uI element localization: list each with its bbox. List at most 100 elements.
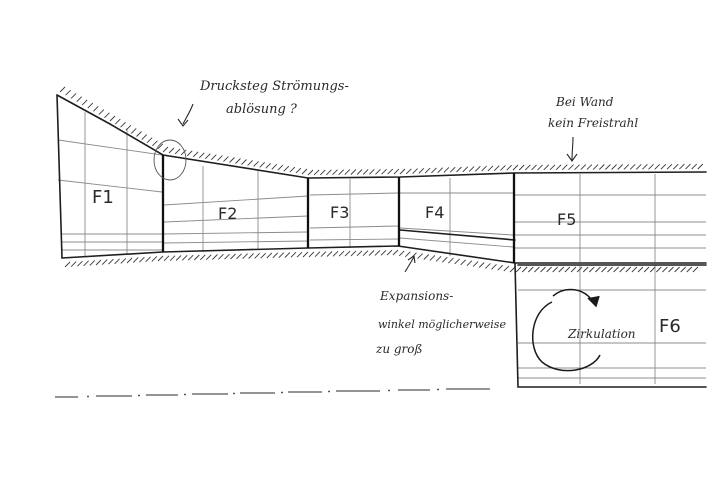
hatch-stroke — [295, 167, 302, 174]
hatch-stroke — [443, 167, 450, 173]
hatch-stroke — [98, 109, 105, 115]
hatch-stroke — [217, 155, 223, 161]
hatch-stroke — [212, 254, 218, 260]
hatch-stroke — [697, 163, 704, 170]
hatch-stroke — [441, 256, 448, 263]
hatch-stroke — [64, 261, 71, 268]
top-wall-hatching — [59, 86, 704, 176]
separation-note-line-2: ablösung ? — [226, 102, 298, 117]
hatch-stroke — [586, 164, 593, 170]
hatch-stroke — [162, 146, 169, 153]
hatch-stroke — [168, 147, 175, 154]
hatch-stroke — [512, 164, 519, 171]
hatch-stroke — [692, 266, 699, 273]
hatch-stroke — [126, 257, 133, 264]
hatch-stroke — [114, 118, 121, 125]
hatch-stroke — [580, 164, 587, 170]
hatch-stroke — [362, 250, 369, 257]
hatch-stroke — [338, 169, 345, 176]
zone-label-f3: F3 — [330, 203, 349, 222]
hatch-stroke — [272, 252, 279, 259]
hatch-stroke — [199, 254, 206, 261]
hatch-stroke — [89, 260, 96, 266]
hatch-stroke — [679, 163, 685, 170]
hatch-stroke — [405, 168, 412, 175]
hatch-stroke — [412, 168, 418, 174]
hatch-stroke — [313, 169, 320, 176]
hatch-stroke — [662, 266, 668, 273]
hatch-stroke — [637, 266, 644, 273]
hatch-stroke — [247, 160, 253, 166]
hatch-stroke — [130, 128, 137, 134]
hatch-stroke — [648, 163, 654, 170]
hatch-stroke — [643, 266, 650, 273]
hatch-stroke — [108, 258, 114, 265]
hatch-stroke — [680, 266, 687, 273]
hatch-stroke — [70, 261, 77, 267]
wall-note-line-2: kein Freistrahl — [548, 116, 638, 130]
hatch-stroke — [81, 99, 88, 106]
hatch-stroke — [605, 164, 611, 170]
hatch-stroke — [152, 140, 158, 147]
hatch-stroke — [448, 257, 454, 264]
hatch-stroke — [338, 250, 345, 257]
separation-arrow — [177, 103, 194, 127]
hatch-stroke — [277, 164, 284, 171]
hatch-stroke — [266, 252, 273, 259]
hatch-stroke — [120, 121, 126, 128]
hatch-stroke — [332, 169, 338, 176]
hatch-stroke — [561, 164, 568, 171]
hatch-stroke — [418, 167, 425, 174]
axis-dots — [87, 388, 439, 398]
hatch-stroke — [139, 256, 145, 263]
hatch-stroke — [423, 254, 430, 260]
hatch-stroke — [540, 266, 546, 273]
hatch-stroke — [302, 251, 309, 258]
hatch-stroke — [431, 167, 437, 174]
hatch-stroke — [500, 165, 506, 171]
wall-arrow — [566, 136, 578, 162]
mesh-grid — [57, 112, 706, 384]
hatch-stroke — [611, 164, 617, 170]
recirculation-swirl — [532, 288, 601, 372]
hatch-stroke — [344, 250, 351, 257]
hatch-stroke — [278, 252, 285, 259]
hatch-stroke — [435, 255, 442, 262]
hatch-stroke — [157, 143, 164, 150]
hatch-stroke — [301, 168, 308, 175]
hatch-stroke — [543, 164, 550, 171]
hatch-stroke — [204, 153, 211, 160]
hatch-stroke — [449, 166, 456, 173]
recirculation-note: Zirkulation — [567, 327, 636, 341]
hatch-stroke — [380, 249, 387, 256]
hatch-stroke — [462, 166, 469, 173]
hatch-stroke — [537, 164, 543, 171]
hatch-stroke — [92, 105, 99, 112]
hatch-stroke — [350, 169, 357, 175]
hatch-stroke — [77, 260, 83, 267]
hatch-stroke — [235, 158, 241, 164]
hatch-stroke — [521, 266, 528, 273]
hatch-stroke — [555, 164, 562, 171]
hatch-stroke — [485, 263, 491, 269]
hatch-stroke — [607, 266, 613, 273]
hatch-stroke — [437, 167, 444, 174]
hatch-stroke — [141, 134, 148, 140]
hatch-stroke — [613, 266, 619, 273]
hatch-stroke — [175, 255, 182, 261]
hatch-stroke — [242, 253, 248, 260]
hatch-stroke — [549, 164, 556, 171]
hatch-stroke — [187, 254, 194, 261]
hatch-stroke — [229, 157, 235, 163]
hatch-stroke — [674, 266, 680, 273]
hatch-stroke — [210, 154, 217, 161]
hatch-stroke — [524, 164, 531, 171]
hatch-stroke — [478, 262, 485, 268]
hatch-stroke — [655, 266, 662, 273]
hatch-stroke — [493, 165, 500, 172]
hatch-stroke — [223, 156, 229, 162]
hatch-stroke — [381, 168, 387, 175]
hatch-stroke — [487, 165, 494, 172]
